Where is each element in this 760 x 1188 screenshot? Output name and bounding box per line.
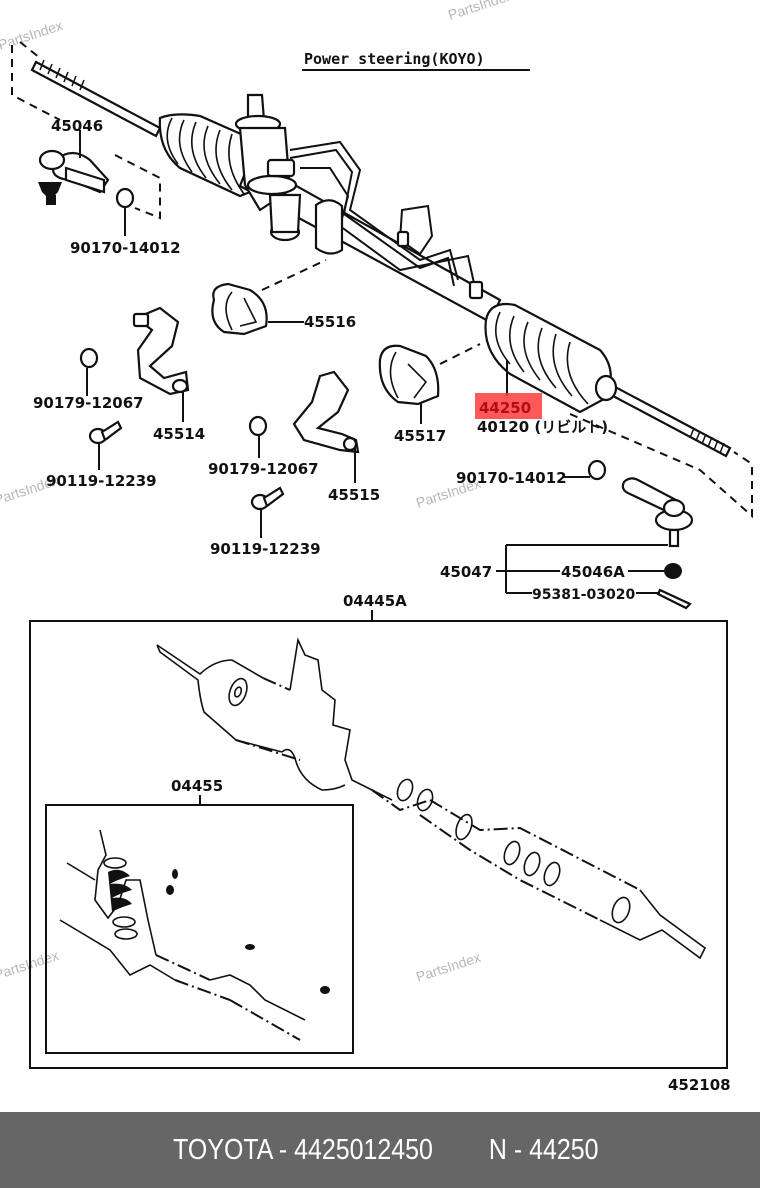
diagram-title: Power steering(KOYO)	[302, 50, 530, 71]
pinion-valve-housing	[234, 93, 302, 242]
nut-90179-mid	[248, 415, 268, 437]
bolt-90119-mid	[250, 486, 285, 511]
svg-text:Power steering(KOYO): Power steering(KOYO)	[304, 50, 485, 68]
bracket-lines-45047	[496, 544, 668, 594]
footer-bar: TOYOTA - 4425012450 N - 44250	[0, 1112, 760, 1188]
cotter-pin-95381	[656, 588, 692, 610]
label-90170-14012-right[interactable]: 90170-14012	[456, 469, 567, 487]
gasket-kit-outline	[156, 637, 707, 960]
watermark: PartsIndex	[446, 0, 515, 23]
watermark: PartsIndex	[414, 949, 483, 985]
label-45515[interactable]: 45515	[328, 486, 380, 504]
label-45514[interactable]: 45514	[153, 425, 205, 443]
label-04445a[interactable]: 04445A	[343, 592, 407, 610]
label-45517[interactable]: 45517	[394, 427, 446, 445]
label-90119-12239-left[interactable]: 90119-12239	[46, 472, 157, 490]
nut-90179-left	[79, 347, 99, 369]
parts-diagram: PartsIndex PartsIndex PartsIndex PartsIn…	[0, 0, 753, 1094]
label-40120-rebuilt[interactable]: 40120 (リビルト)	[477, 418, 608, 436]
label-45046a[interactable]: 45046A	[561, 563, 625, 581]
bracket-45514	[132, 306, 190, 396]
label-45516[interactable]: 45516	[304, 313, 356, 331]
label-44250[interactable]: 44250	[479, 399, 531, 417]
bushing-45517	[378, 344, 440, 406]
label-90179-12067-mid[interactable]: 90179-12067	[208, 460, 319, 478]
watermark: PartsIndex	[0, 17, 65, 53]
tie-rod-end-left	[38, 149, 110, 205]
label-95381-03020[interactable]: 95381-03020	[532, 587, 635, 603]
steering-rack-assembly	[11, 41, 753, 519]
figure-number: 452108	[668, 1076, 731, 1094]
footer-short-number: N - 44250	[489, 1133, 599, 1166]
left-boot	[158, 113, 259, 198]
bracket-45515	[292, 370, 360, 454]
castle-nut-45046a	[664, 563, 682, 579]
hydraulic-pipes	[289, 140, 484, 300]
kit-04445a-box	[29, 620, 728, 1069]
tie-rod-end-right	[621, 477, 694, 548]
footer-brand-part-number: TOYOTA - 4425012450	[173, 1133, 434, 1166]
label-90119-12239-mid[interactable]: 90119-12239	[210, 540, 321, 558]
bushing-45516	[211, 282, 268, 336]
highlight-box	[475, 393, 542, 419]
bolt-90119-left	[88, 420, 123, 445]
nut-90170-right	[587, 459, 607, 481]
seal-kit-outline	[59, 829, 330, 1041]
label-90179-12067-left[interactable]: 90179-12067	[33, 394, 144, 412]
label-90170-14012-top[interactable]: 90170-14012	[70, 239, 181, 257]
label-04455[interactable]: 04455	[171, 777, 223, 795]
label-45047[interactable]: 45047	[440, 563, 492, 581]
nut-90170-top	[115, 187, 135, 209]
kit-04455-box	[45, 804, 354, 1054]
label-45046[interactable]: 45046	[51, 117, 103, 135]
